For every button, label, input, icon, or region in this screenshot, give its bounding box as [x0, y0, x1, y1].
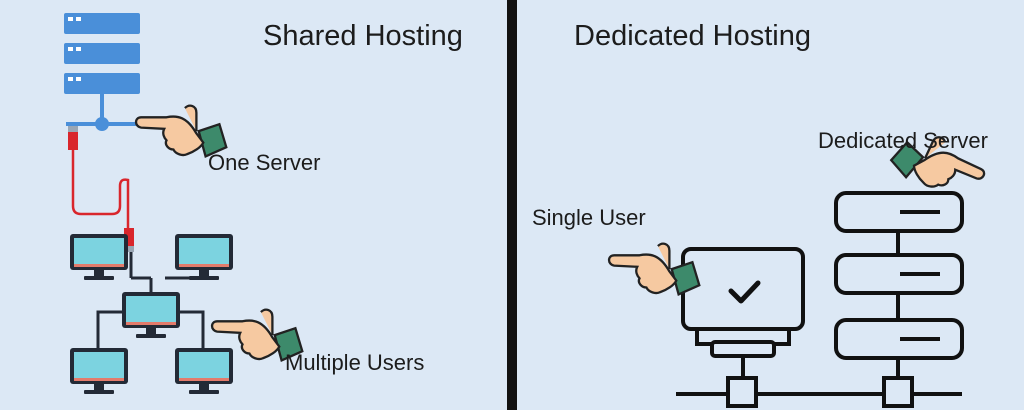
network-bus [676, 376, 962, 408]
multiple-users-label: Multiple Users [285, 350, 425, 375]
server-rack-icon [64, 13, 140, 94]
network-cable [68, 126, 134, 252]
checkmark-icon [728, 280, 761, 304]
one-server-label: One Server [208, 150, 321, 175]
dedicated-server-icon [834, 191, 964, 378]
network-hub-icon [66, 94, 140, 131]
computer-icon [175, 348, 233, 394]
dedicated-hosting-title: Dedicated Hosting [574, 20, 811, 52]
panel-divider [507, 0, 517, 410]
computer-icon [681, 247, 805, 378]
computer-icon [175, 234, 233, 280]
single-user-label: Single User [532, 205, 646, 230]
computer-icon [70, 348, 128, 394]
computer-icon [122, 292, 180, 338]
computer-icon [70, 234, 128, 280]
dedicated-server-label: Dedicated Server [818, 128, 988, 153]
shared-hosting-title: Shared Hosting [263, 20, 463, 52]
pointing-hand-icon [134, 104, 228, 158]
